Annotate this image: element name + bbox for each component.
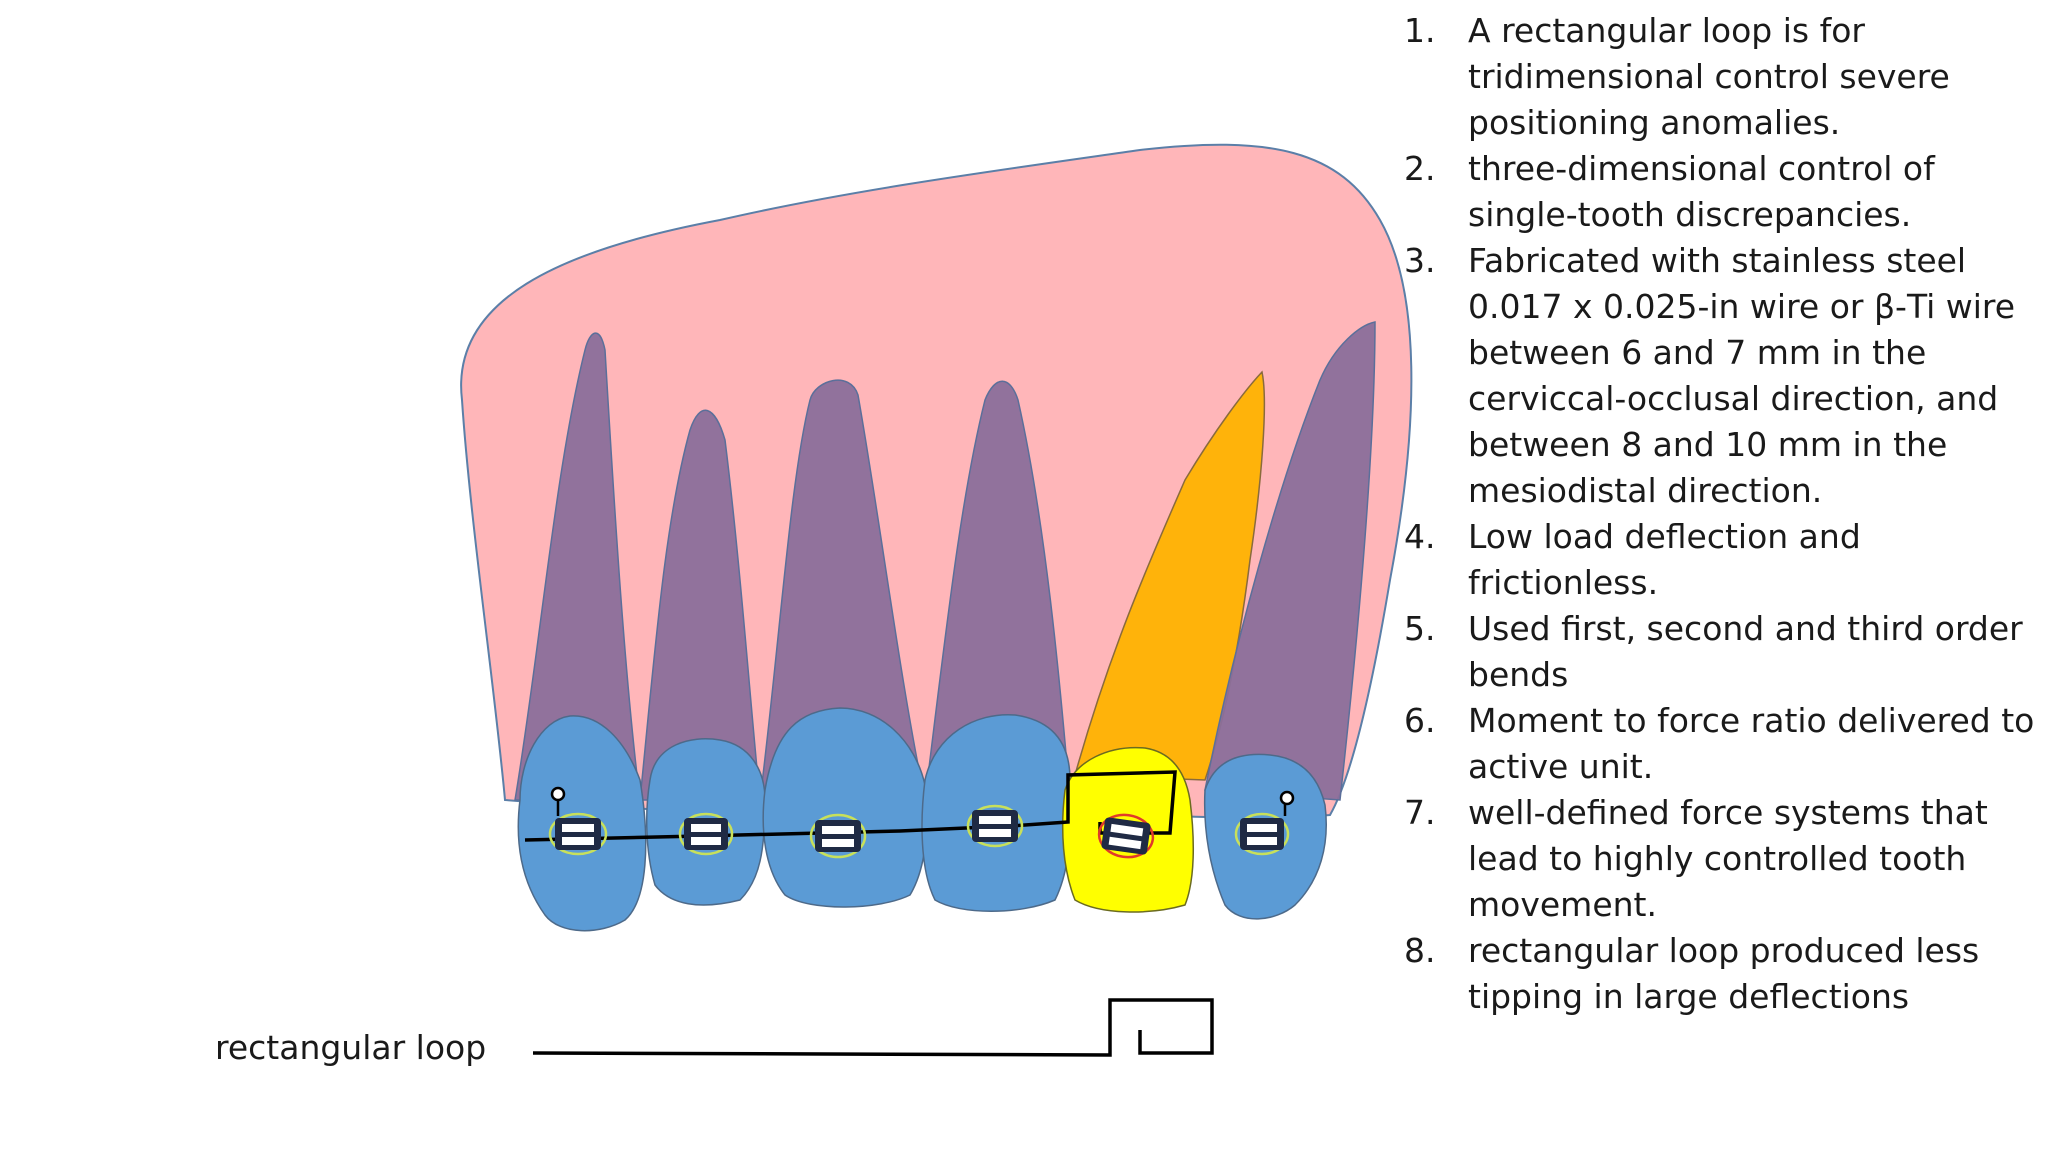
note-item: 4. Low load deflection and frictionless.	[1404, 514, 2044, 606]
note-number: 7.	[1404, 793, 1436, 832]
note-number: 6.	[1404, 701, 1436, 740]
note-text: Moment to force ratio delivered to activ…	[1468, 701, 2035, 786]
note-item: 8. rectangular loop produced less tipping…	[1404, 928, 2044, 1020]
rectangular-loop-wire	[532, 998, 1214, 1057]
note-number: 8.	[1404, 931, 1436, 970]
tooth-crown-3	[762, 707, 928, 908]
tooth-root-1	[514, 332, 641, 801]
tooth-root-4	[924, 380, 1071, 801]
bracket-1	[548, 786, 608, 856]
bracket-6	[1234, 790, 1295, 856]
note-text: rectangular loop produced less tipping i…	[1468, 931, 1980, 1016]
tooth-root-6	[1204, 321, 1376, 801]
bracket-4	[966, 804, 1024, 848]
note-number: 4.	[1404, 517, 1436, 556]
note-item: 3. Fabricated with stainless steel 0.017 …	[1404, 238, 2044, 514]
note-number: 3.	[1404, 241, 1436, 280]
tooth-root-2	[639, 409, 761, 801]
note-item: 2. three-dimensional control of single-to…	[1404, 146, 2044, 238]
tooth-root-3	[759, 379, 926, 801]
bracket-2	[678, 812, 734, 856]
note-number: 2.	[1404, 149, 1436, 188]
rectangular-loop-label: rectangular loop	[215, 1028, 487, 1067]
note-item: 1. A rectangular loop is for tridimension…	[1404, 8, 2044, 146]
note-text: Fabricated with stainless steel 0.017 x …	[1468, 241, 2016, 510]
note-item: 6. Moment to force ratio delivered to act…	[1404, 698, 2044, 790]
notes-list: 1. A rectangular loop is for tridimension…	[1404, 8, 2044, 1020]
bracket-3	[809, 813, 867, 859]
note-text: three-dimensional control of single-toot…	[1468, 149, 1935, 234]
note-text: well-defined force systems that lead to …	[1468, 793, 1988, 924]
note-item: 5. Used first, second and third order ben…	[1404, 606, 2044, 698]
note-number: 5.	[1404, 609, 1436, 648]
note-number: 1.	[1404, 11, 1436, 50]
note-text: Low load deflection and frictionless.	[1468, 517, 1861, 602]
note-text: Used first, second and third order bends	[1468, 609, 2023, 694]
note-text: A rectangular loop is for tridimensional…	[1468, 11, 1950, 142]
bracket-active	[1097, 813, 1155, 859]
note-item: 7. well-defined force systems that lead t…	[1404, 790, 2044, 928]
